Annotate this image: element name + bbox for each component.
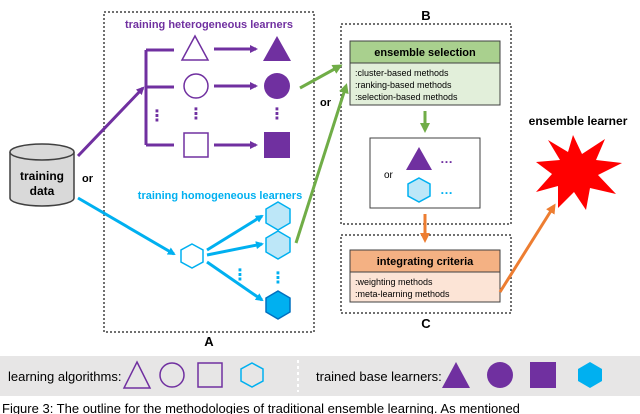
legend-hexagon-outline-icon	[240, 362, 264, 388]
arrow-a-to-selection-top	[299, 64, 343, 90]
legend-square-outline-icon	[197, 362, 223, 388]
hexagon-filled-icon	[265, 290, 291, 320]
arrow-data-to-heterogeneous	[76, 86, 145, 158]
triangle-filled-small-icon	[406, 147, 432, 170]
homogeneous-dots-right: ⋮	[270, 270, 286, 287]
legend-triangle-filled-icon	[442, 362, 470, 388]
region-b-box	[340, 23, 512, 225]
circle-outline-icon	[183, 73, 209, 99]
training-data-line1: training	[20, 169, 64, 183]
hexagon-light-icon-2	[265, 230, 291, 260]
heterogeneous-bracket	[144, 48, 174, 147]
arrow-hex-2	[206, 241, 264, 257]
integrating-criteria-title: integrating criteria	[377, 256, 474, 268]
selected-subset-box: or … …	[369, 137, 481, 209]
heterogeneous-dots-left: ⋮	[188, 106, 204, 123]
region-a-label: A	[204, 334, 214, 349]
legend-circle-filled-icon	[487, 362, 513, 388]
heterogeneous-dots-bracket: ⋮	[149, 108, 165, 125]
integrating-criteria-box: integrating criteria :weighting methods …	[349, 249, 501, 303]
region-a-box	[103, 11, 315, 333]
ensemble-selection-item-1: :cluster-based methods	[355, 68, 449, 78]
homogeneous-dots-arrows: ⋮	[232, 267, 248, 284]
legend-hexagon-filled-icon	[578, 362, 602, 388]
ensemble-selection-box: ensemble selection :cluster-based method…	[349, 40, 501, 106]
ensemble-selection-item-3: :selection-based methods	[355, 92, 458, 102]
hexagon-light-icon-1	[265, 201, 291, 231]
region-c-label: C	[421, 316, 431, 331]
legend-circle-outline-icon	[159, 362, 185, 388]
figure-caption: Figure 3: The outline for the methodolog…	[2, 401, 520, 414]
arrow-hex-1	[206, 214, 264, 252]
legend-learning-algorithms: learning algorithms:	[8, 369, 121, 384]
arrow-hex-3	[206, 260, 264, 302]
triangle-outline-icon	[180, 34, 210, 61]
hexagon-light-small-icon	[407, 177, 431, 203]
square-outline-icon	[183, 132, 209, 158]
legend-triangle-outline-icon	[122, 360, 152, 389]
homogeneous-title: training homogeneous learners	[138, 190, 302, 202]
legend-square-filled-icon	[530, 362, 556, 388]
arrow-to-ensemble-learner	[498, 203, 556, 293]
training-data-line2: data	[30, 184, 55, 198]
training-data-cylinder: training data	[9, 143, 75, 207]
ensemble-learner-title: ensemble learner	[529, 114, 628, 128]
ensemble-selection-title: ensemble selection	[374, 47, 476, 59]
integrating-criteria-item-1: :weighting methods	[355, 277, 433, 287]
subset-dots-blue: …	[440, 182, 453, 197]
heterogeneous-dots-right: ⋮	[269, 106, 285, 123]
hexagon-outline-icon	[180, 243, 204, 269]
ensemble-selection-item-2: :ranking-based methods	[355, 80, 452, 90]
or-label-inner: or	[384, 170, 394, 181]
square-filled-icon	[264, 132, 290, 158]
integrating-criteria-item-2: :meta-learning methods	[355, 289, 450, 299]
region-b-label: B	[421, 8, 430, 23]
or-label-mid: or	[320, 97, 332, 109]
starburst-icon	[536, 135, 622, 210]
triangle-filled-icon	[263, 36, 291, 61]
arrow-data-to-homogeneous	[77, 196, 176, 256]
or-label-left: or	[82, 173, 94, 185]
legend-trained-base-learners: trained base learners:	[316, 369, 442, 384]
arrow-a-to-selection-bottom	[294, 83, 349, 244]
circle-filled-icon	[264, 73, 290, 99]
heterogeneous-title: training heterogeneous learners	[125, 19, 293, 31]
subset-dots-purple: …	[440, 151, 453, 166]
